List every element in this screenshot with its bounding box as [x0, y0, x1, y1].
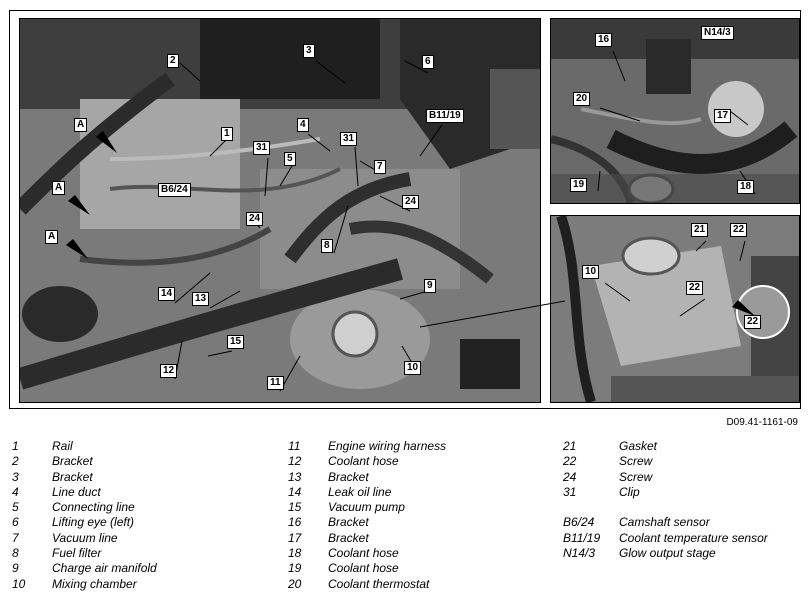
callout-label: 13 [192, 292, 210, 306]
callout-label: 24 [402, 195, 420, 209]
callout-label: 31 [340, 132, 358, 146]
callout-label: 17 [714, 109, 732, 123]
callout-label: 10 [582, 265, 600, 279]
callout-label: 12 [160, 364, 178, 378]
callout-label: 19 [570, 178, 588, 192]
callout-letter: A [74, 118, 88, 132]
engine-photo-detail-top [550, 18, 800, 204]
callout-label: 21 [691, 223, 709, 237]
callout-label: 15 [227, 335, 245, 349]
callout-label: N14/3 [701, 26, 734, 40]
engine-photo-detail-bottom [550, 215, 800, 403]
callout-label: 4 [297, 118, 309, 132]
callout-label: 11 [267, 376, 284, 390]
callout-label: 14 [158, 287, 176, 301]
callout-label: 22 [744, 315, 762, 329]
figure-code: D09.41-1161-09 [726, 417, 798, 428]
callout-label: 8 [321, 239, 333, 253]
engine-photo-bottom-graphic [551, 216, 799, 402]
callout-label: B11/19 [426, 109, 464, 123]
callout-label: 2 [167, 54, 179, 68]
legend-spacer [563, 500, 768, 515]
engine-figure: 1 2 3 4 5 6 7 8 9 10 11 12 13 14 15 24 2… [9, 10, 801, 409]
callout-label: 24 [246, 212, 264, 226]
callout-label: 20 [573, 92, 591, 106]
engine-photo-top-graphic [551, 19, 799, 203]
callout-label: 1 [221, 127, 233, 141]
callout-label: 10 [404, 361, 422, 375]
callout-label: 31 [253, 141, 271, 155]
callout-label: 22 [730, 223, 748, 237]
callout-label: B6/24 [158, 183, 191, 197]
callout-letter: A [52, 181, 66, 195]
callout-label: 16 [595, 33, 613, 47]
callout-label: 3 [303, 44, 315, 58]
callout-letter: A [45, 230, 59, 244]
callout-label: 6 [422, 55, 434, 69]
engine-photo-main [19, 18, 541, 403]
callout-label: 9 [424, 279, 436, 293]
callout-label: 7 [374, 160, 386, 174]
callout-label: 5 [284, 152, 296, 166]
engine-photo-main-graphic [20, 19, 540, 402]
callout-label: 22 [686, 281, 704, 295]
callout-label: 18 [737, 180, 755, 194]
